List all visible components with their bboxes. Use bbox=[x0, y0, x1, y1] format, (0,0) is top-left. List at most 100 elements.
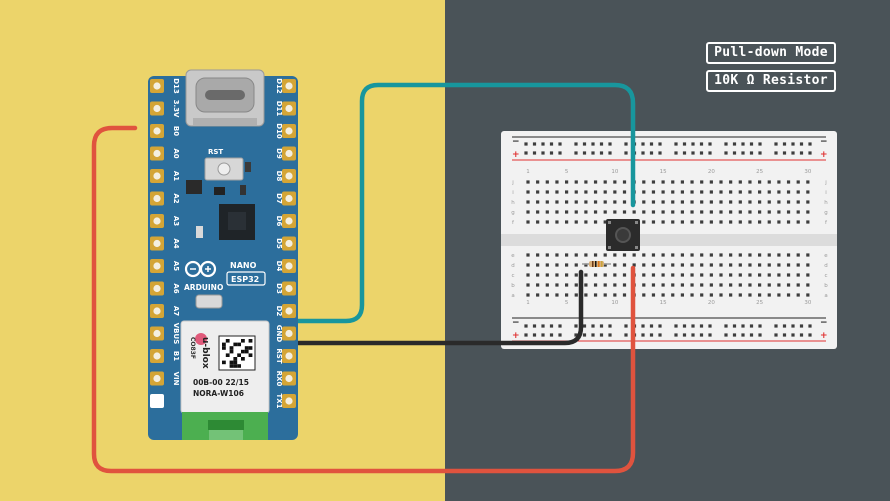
rail-hole bbox=[591, 142, 595, 146]
hole bbox=[651, 200, 656, 204]
hole bbox=[777, 210, 781, 214]
pin-label: VBUS bbox=[172, 323, 180, 344]
hole bbox=[642, 220, 646, 224]
rail-hole bbox=[541, 142, 545, 146]
rail-hole bbox=[558, 151, 562, 155]
hole bbox=[671, 263, 675, 267]
rail-hole bbox=[524, 151, 528, 155]
hole bbox=[545, 180, 549, 184]
qr-cell bbox=[237, 342, 241, 347]
hole bbox=[603, 180, 607, 184]
hole bbox=[680, 200, 684, 204]
red-wire bbox=[91, 125, 636, 474]
hole bbox=[545, 220, 549, 224]
pin-hole bbox=[153, 239, 161, 248]
hole bbox=[593, 210, 598, 214]
hole bbox=[613, 253, 617, 257]
model-bottom: ESP32 bbox=[231, 275, 259, 284]
rail-hole bbox=[649, 142, 654, 146]
hole bbox=[786, 200, 791, 204]
hole bbox=[526, 263, 530, 267]
hole bbox=[709, 210, 713, 214]
hole bbox=[642, 253, 646, 257]
hole bbox=[777, 263, 781, 267]
rail-hole bbox=[608, 324, 612, 328]
rail-hole bbox=[791, 324, 795, 328]
rail-hole bbox=[808, 333, 812, 337]
hole bbox=[536, 180, 540, 184]
rail-hole bbox=[524, 142, 528, 146]
hole bbox=[555, 253, 559, 257]
hole bbox=[690, 263, 694, 267]
hole bbox=[786, 190, 791, 194]
hole bbox=[613, 200, 617, 204]
hole bbox=[613, 293, 617, 297]
reset-button bbox=[204, 157, 244, 181]
hole bbox=[680, 293, 684, 297]
rail-hole bbox=[599, 142, 604, 146]
hole bbox=[680, 190, 684, 194]
hole bbox=[545, 190, 549, 194]
hole bbox=[690, 220, 694, 224]
hole bbox=[786, 273, 791, 277]
hole bbox=[729, 253, 733, 257]
module-code: CO83F bbox=[189, 337, 196, 359]
qr-cell bbox=[237, 353, 241, 357]
hole bbox=[758, 283, 762, 287]
hole bbox=[777, 273, 781, 277]
rail-hole bbox=[732, 333, 737, 337]
rail-hole bbox=[582, 333, 587, 337]
rail-hole bbox=[549, 324, 554, 328]
hole bbox=[748, 190, 752, 194]
rail-hole bbox=[658, 151, 662, 155]
row-letter: e bbox=[824, 253, 828, 259]
hole bbox=[536, 283, 540, 287]
rail-minus-sign: − bbox=[820, 318, 828, 328]
hole bbox=[651, 210, 656, 214]
hole bbox=[642, 283, 646, 287]
hole bbox=[642, 200, 646, 204]
hole bbox=[642, 210, 646, 214]
qr-cell bbox=[222, 360, 226, 365]
hole bbox=[806, 210, 810, 214]
hole bbox=[555, 180, 559, 184]
column-number: 10 bbox=[611, 300, 618, 306]
hole bbox=[806, 293, 810, 297]
pin-label: D9 bbox=[275, 148, 283, 159]
pin-label: A2 bbox=[172, 193, 180, 203]
hole bbox=[777, 283, 781, 287]
hole bbox=[758, 190, 762, 194]
hole bbox=[796, 283, 800, 287]
qr-cell bbox=[229, 364, 234, 368]
rail-hole bbox=[524, 333, 528, 337]
pin-hole bbox=[153, 104, 161, 113]
hole bbox=[584, 283, 588, 287]
ublox-module: u-blox CO83F 00B-00 22/15 NORA-W106 bbox=[180, 320, 270, 440]
hole bbox=[680, 273, 684, 277]
pin-hole bbox=[153, 82, 161, 90]
resistor-label: 10K Ω Resistor bbox=[706, 70, 836, 92]
rail-hole bbox=[541, 151, 545, 155]
qr-cell bbox=[237, 364, 241, 368]
hole bbox=[729, 293, 733, 297]
hole bbox=[680, 253, 684, 257]
hole bbox=[806, 273, 810, 277]
hole bbox=[738, 253, 742, 257]
hole bbox=[700, 253, 704, 257]
component bbox=[240, 185, 246, 195]
hole bbox=[748, 210, 752, 214]
row-letter: g bbox=[824, 210, 828, 216]
hole bbox=[661, 253, 665, 257]
hole bbox=[738, 200, 742, 204]
hole bbox=[719, 283, 723, 287]
hole bbox=[748, 180, 752, 184]
hole bbox=[806, 220, 810, 224]
qr-cell bbox=[233, 342, 238, 347]
rail-hole bbox=[649, 151, 654, 155]
hole bbox=[555, 210, 559, 214]
hole bbox=[767, 263, 771, 267]
rail-hole bbox=[574, 151, 578, 155]
rail-hole bbox=[599, 324, 604, 328]
pin-hole bbox=[285, 397, 293, 405]
hole bbox=[593, 273, 598, 277]
